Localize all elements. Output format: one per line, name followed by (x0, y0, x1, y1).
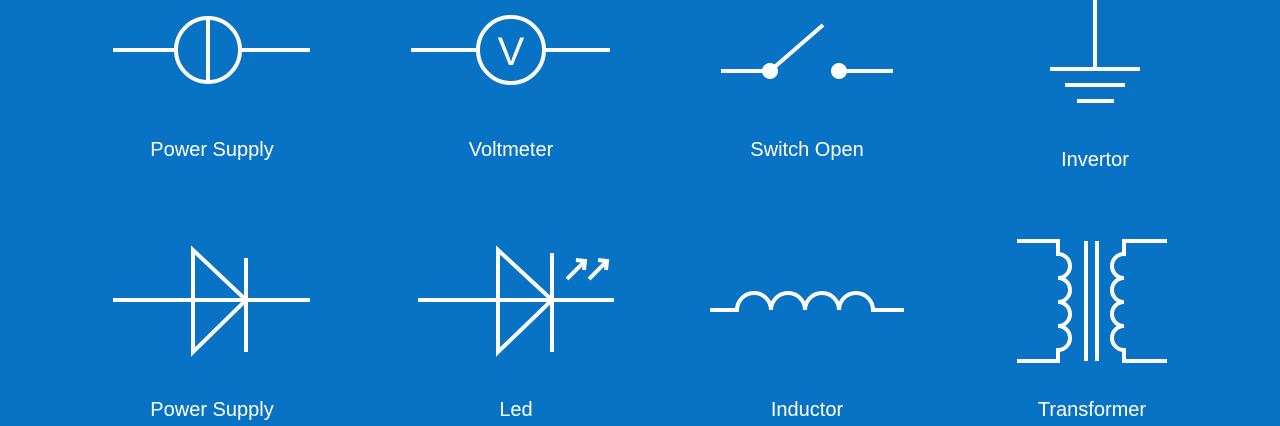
led-label: Led (499, 399, 533, 421)
transformer-label: Transformer (1037, 399, 1147, 421)
led-symbol (418, 245, 614, 357)
led-arrow-1 (565, 259, 587, 281)
voltmeter-symbol: V (411, 15, 610, 85)
voltmeter-label: Voltmeter (468, 139, 554, 161)
invertor-symbol (1050, 0, 1140, 103)
led-arrow-2 (587, 259, 609, 281)
inductor-label: Inductor (770, 399, 844, 421)
switch-open-symbol (721, 23, 893, 79)
switch-open-label: Switch Open (750, 139, 864, 161)
power-supply-symbol (113, 16, 310, 84)
power-supply-label: Power Supply (150, 139, 274, 161)
inductor-symbol (710, 291, 904, 312)
transformer-symbol (1017, 239, 1167, 363)
diode-power-supply-label: Power Supply (150, 399, 274, 421)
invertor-label: Invertor (1061, 149, 1129, 171)
voltmeter-glyph: V (498, 30, 525, 74)
diode-power-supply-symbol (113, 245, 310, 357)
